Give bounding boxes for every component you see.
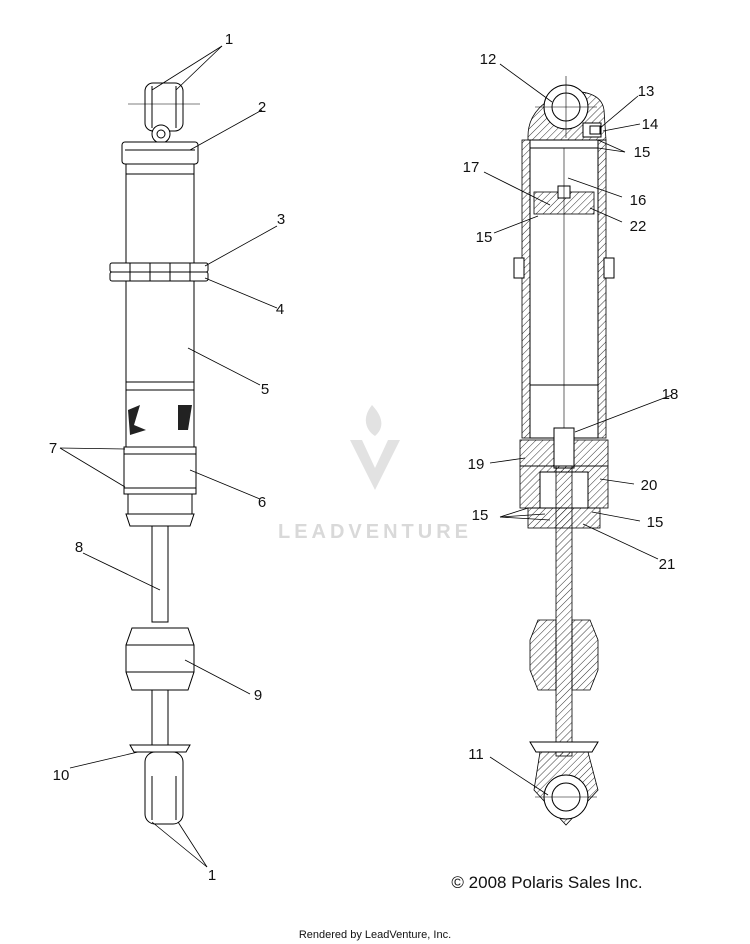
- callout-1-bottom: 1: [208, 867, 216, 884]
- callout-9: 9: [254, 687, 262, 704]
- footer-text: Rendered by LeadVenture, Inc.: [299, 929, 451, 941]
- callout-labels: 1 2 3 4 5 7 6 8 9 10 1 12 13 14 15 17 16…: [49, 31, 679, 884]
- callout-15-d: 15: [647, 514, 664, 531]
- callout-18: 18: [662, 386, 679, 403]
- copyright-text: © 2008 Polaris Sales Inc.: [451, 873, 642, 892]
- callout-8: 8: [75, 539, 83, 556]
- callout-7: 7: [49, 440, 57, 457]
- leader-lines: [59, 45, 673, 868]
- callout-14: 14: [642, 116, 659, 133]
- callout-11: 11: [468, 746, 484, 763]
- callout-3: 3: [277, 211, 285, 228]
- leadventure-watermark: LEADVENTURE: [278, 405, 472, 543]
- callout-12: 12: [480, 51, 497, 68]
- callout-5: 5: [261, 381, 269, 398]
- callout-2: 2: [258, 99, 266, 116]
- callout-15-c: 15: [472, 507, 489, 524]
- callout-13: 13: [638, 83, 655, 100]
- callout-20: 20: [641, 477, 658, 494]
- callout-16: 16: [630, 192, 647, 209]
- shock-cross-section-view: [513, 76, 615, 826]
- callout-22: 22: [630, 218, 647, 235]
- callout-10: 10: [53, 767, 70, 784]
- callout-15-a: 15: [634, 144, 651, 161]
- watermark-text: LEADVENTURE: [278, 521, 472, 543]
- callout-17: 17: [463, 159, 480, 176]
- callout-19: 19: [468, 456, 485, 473]
- shock-exterior-view: [109, 82, 209, 825]
- callout-6: 6: [258, 494, 266, 511]
- callout-1-top: 1: [225, 31, 233, 48]
- callout-21: 21: [659, 556, 676, 573]
- callout-15-b: 15: [476, 229, 493, 246]
- callout-4: 4: [276, 301, 284, 318]
